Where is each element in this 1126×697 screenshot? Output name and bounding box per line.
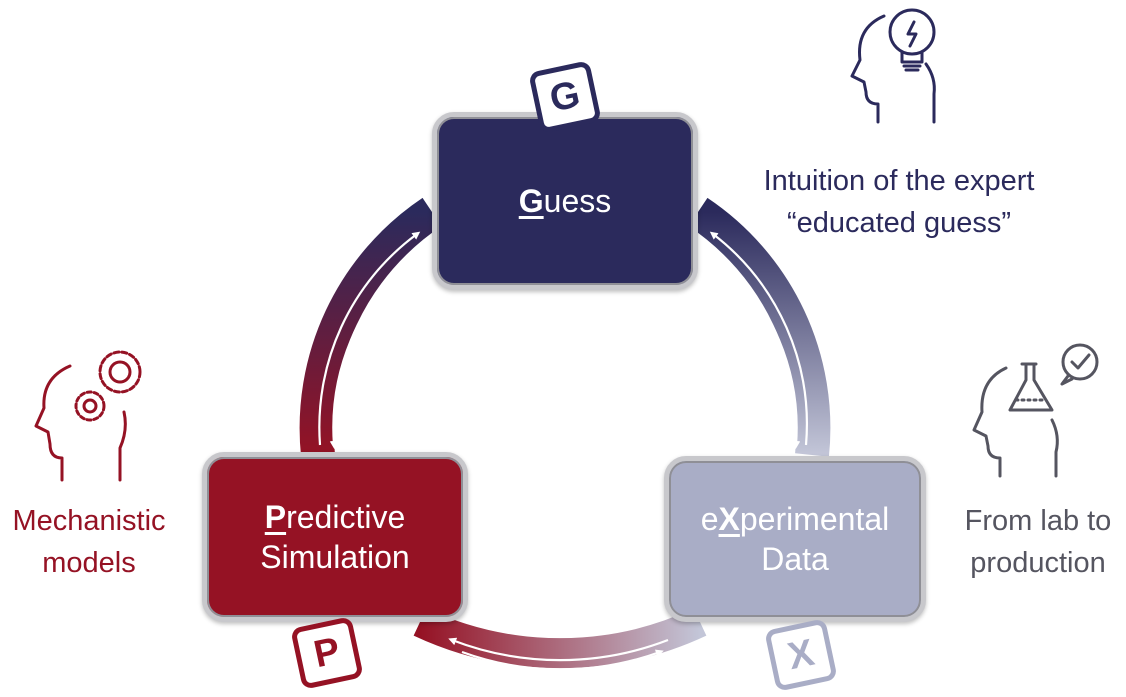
predictive-rest: redictive — [286, 499, 406, 535]
guess-caption-line1: Intuition of the expert — [763, 165, 1035, 197]
guess-caption-line2: “educated guess” — [786, 207, 1012, 239]
experimental-prefix: e — [700, 501, 719, 537]
predictive-label-line2: Simulation — [260, 539, 410, 575]
experimental-data-box: eXperimental Data — [664, 456, 926, 622]
head-lightbulb-icon — [850, 8, 936, 124]
guess-initial: G — [518, 183, 544, 219]
tile-p: P — [290, 616, 364, 690]
arc-guess-experimental — [688, 197, 831, 457]
predictive-label-line1: Predictive — [265, 497, 406, 537]
guess-rest: uess — [543, 183, 612, 219]
experimental-rest: perimental — [739, 501, 890, 537]
head-flask-check-icon — [972, 343, 1099, 478]
head-gears-icon — [34, 350, 142, 482]
guess-label: Guess — [519, 181, 611, 221]
experimental-caption: From lab to production — [944, 500, 1126, 584]
guess-caption: Intuition of the expert “educated guess” — [716, 160, 1082, 244]
predictive-caption-line2: models — [42, 547, 136, 579]
arc-guess-predictive — [299, 197, 442, 457]
predictive-caption-line1: Mechanistic — [12, 505, 166, 537]
tile-g: G — [528, 60, 602, 134]
predictive-simulation-box: Predictive Simulation — [202, 452, 468, 622]
predictive-initial: P — [264, 499, 287, 535]
experimental-label-line1: eXperimental — [701, 499, 890, 539]
tile-x: X — [764, 618, 838, 692]
predictive-caption: Mechanistic models — [0, 500, 182, 584]
experimental-caption-line1: From lab to — [964, 505, 1112, 537]
experimental-initial: X — [718, 501, 740, 537]
experimental-caption-line2: production — [970, 547, 1106, 579]
guess-box: Guess — [432, 112, 698, 290]
experimental-label-line2: Data — [761, 541, 829, 577]
arc-predictive-experimental — [413, 608, 707, 671]
